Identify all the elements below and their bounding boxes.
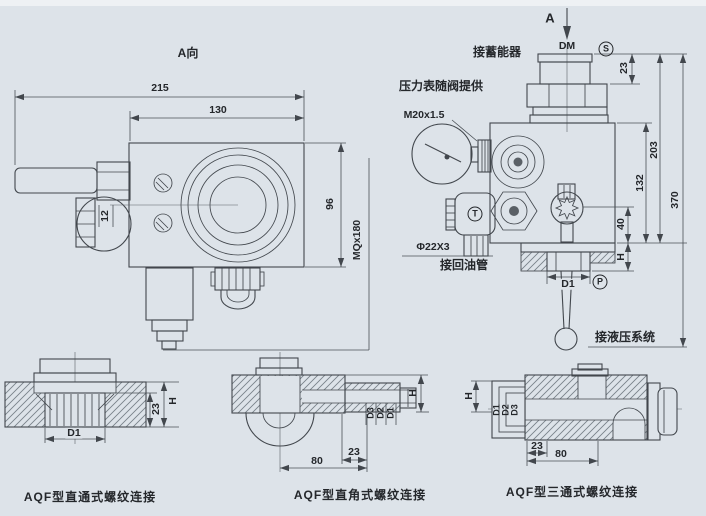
hand-knob [550,183,584,243]
left-view-drawing [14,90,370,351]
br-dim-h: H [462,392,475,400]
bm-dim-h: H [406,389,419,397]
br-dim-23: 23 [531,439,543,452]
br-dim-d3: D3 [509,404,520,416]
section-arrowhead [563,26,571,40]
return-pipe-label: 接回油管 [439,258,489,272]
bottom-cartridge-fitting [145,267,194,350]
bm-dim-23: 23 [348,445,360,458]
bottom-mount [520,242,616,272]
port-t-letter: T [472,208,478,219]
br-dim-80: 80 [555,447,567,460]
bm-dim-d1: D1 [385,407,396,419]
port-s-letter: S [602,43,609,54]
br-caption: AQF型三通式螺纹连接 [505,485,639,499]
bl-dim-23: 23 [149,403,162,415]
dim-132: 132 [633,174,646,192]
dim-215: 215 [151,81,169,94]
dim-40: 40 [614,218,627,230]
dim-130: 130 [209,103,227,116]
dim-h-right: H [614,253,627,261]
return-pipe-spec-label: Φ22X3 [416,240,450,253]
bm-dim-80: 80 [311,454,323,467]
thread-spec-label: MQx180 [350,219,363,261]
lower-hex-boss [490,191,538,231]
left-view-title: A向 [177,46,199,60]
return-elbow [445,192,496,257]
port-t-badge: T [467,206,483,222]
section-arrow-label: A [545,10,555,26]
bm-dim-d3: D3 [365,407,376,419]
dim-12: 12 [98,210,111,222]
right-angle-connector-section [231,352,429,472]
dim-370: 370 [668,191,681,209]
page-top-strip [0,0,706,6]
bl-caption: AQF型直通式螺纹连接 [23,490,157,504]
bottom-elbow-fitting [210,267,265,310]
gauge-note-label: 压力表随阀提供 [398,79,484,93]
side-fitting [14,161,132,252]
dim-23-cap: 23 [617,62,630,74]
accumulator-fitting [526,44,609,132]
system-label: 接液压系统 [594,330,656,344]
dim-d1-right: D1 [559,277,577,290]
straight-connector-section [4,352,179,444]
bm-dim-d2: D2 [375,407,386,419]
tee-connector-section [471,363,682,466]
port-p-letter: P [596,276,603,287]
bolt-hole-bottom [153,213,173,233]
bm-caption: AQF型直角式螺纹连接 [293,488,427,502]
dim-96: 96 [323,198,336,210]
bolt-hole-top [153,173,173,193]
pressure-gauge [411,123,492,185]
port-s-badge: S [598,41,614,57]
port-p-badge: P [592,274,608,290]
accumulator-label: 接蓄能器 [472,45,522,59]
bl-dim-d1: D1 [65,426,83,439]
upper-port-boss [491,135,545,189]
bl-dim-h: H [166,397,179,405]
accumulator-port-label: DM [558,39,576,52]
gauge-thread-label: M20x1.5 [403,108,445,121]
valve-body-side [489,122,616,244]
dim-203: 203 [647,141,660,159]
